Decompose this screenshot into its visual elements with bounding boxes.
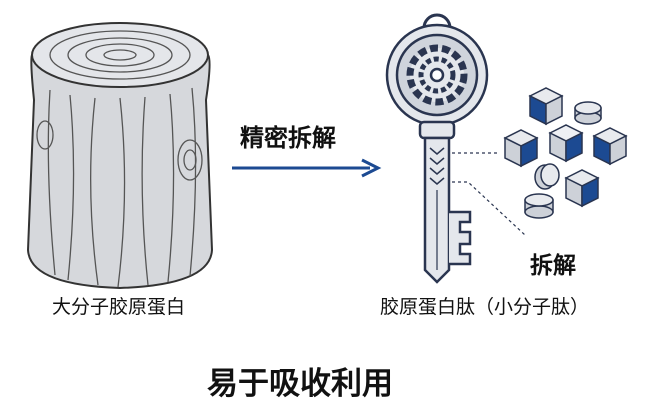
right-caption: 胶原蛋白肽（小分子肽） — [380, 296, 590, 318]
bottom-title: 易于吸收利用 — [207, 366, 393, 402]
arrow-label: 精密拆解 — [240, 124, 336, 152]
peptide-fragments-icon — [503, 87, 628, 219]
key-icon — [385, 13, 489, 284]
connector-lines — [452, 152, 526, 236]
log-stump-icon — [26, 22, 214, 290]
left-caption: 大分子胶原蛋白 — [52, 296, 186, 318]
fragments-label: 拆解 — [530, 253, 576, 279]
arrow-icon — [232, 158, 382, 178]
